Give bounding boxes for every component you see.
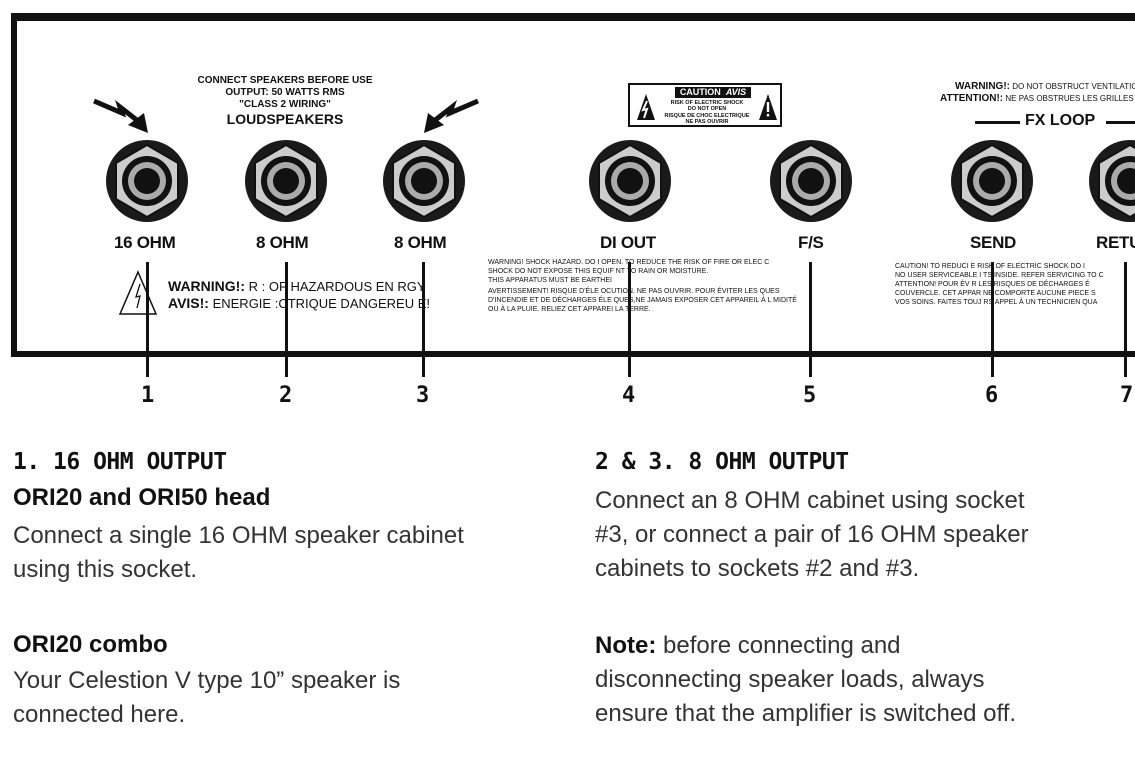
callout-line	[809, 262, 812, 377]
exclamation-warning-icon	[759, 94, 777, 120]
jack-label: 8 OHM	[394, 233, 447, 252]
di-warning-text: WARNING! SHOCK HAZARD. DO I OPEN. TO RED…	[488, 259, 797, 313]
ventilation-warning: WARNING!: DO NOT OBSTRUCT VENTILATION	[955, 81, 1135, 92]
callout-number: 1	[141, 383, 155, 408]
callout-line	[285, 262, 288, 377]
warning-triangle-icon	[118, 270, 158, 315]
fx-loop-label: FX LOOP	[1025, 112, 1096, 129]
jack-socket-16ohm	[106, 140, 188, 222]
subheading-head: ORI20 and ORI50 head	[13, 484, 271, 511]
section-heading-8ohm: 2 & 3. 8 OHM OUTPUT	[595, 449, 849, 475]
rear-panel	[11, 13, 1135, 357]
shock-warning-icon	[637, 94, 655, 120]
callout-number: 6	[985, 383, 999, 408]
section-heading-16ohm: 1. 16 OHM OUTPUT	[13, 449, 227, 475]
callout-number: 2	[279, 383, 293, 408]
ventilation-warning-fr: ATTENTION!: NE PAS OBSTRUES LES GRILLES …	[940, 93, 1135, 104]
callout-number: 5	[803, 383, 817, 408]
callout-line	[422, 262, 425, 377]
callout-line	[628, 262, 631, 377]
jack-socket-return	[1089, 140, 1135, 222]
fx-loop-rule	[1106, 121, 1135, 124]
caution-text: DO NOT OPEN	[687, 106, 727, 112]
jack-label: DI OUT	[600, 233, 656, 252]
jack-socket-send	[951, 140, 1033, 222]
paragraph-note: Note: before connecting and disconnectin…	[595, 632, 1017, 727]
callout-line	[991, 262, 994, 377]
paragraph-8ohm: Connect an 8 OHM cabinet using socket #3…	[595, 487, 1029, 582]
speaker-header-line: OUTPUT: 50 WATTS RMS	[225, 87, 345, 98]
paragraph-combo: Your Celestion V type 10” speaker is con…	[13, 667, 401, 728]
caution-text: NE PAS OUVRIR	[685, 119, 729, 125]
callout-line	[1124, 262, 1127, 377]
lightning-arrow-icon	[424, 98, 479, 133]
jack-socket-di-out	[589, 140, 671, 222]
jack-label: F/S	[798, 233, 824, 252]
speaker-header-line: "CLASS 2 WIRING"	[239, 99, 331, 110]
jack-socket-fs	[770, 140, 852, 222]
callout-number: 7	[1120, 383, 1134, 408]
jack-socket-8ohm-b	[383, 140, 465, 222]
lightning-arrow-icon	[93, 98, 148, 133]
caution-label: CAUTION AVIS RISK OF ELECTRIC SHOCK DO N…	[628, 83, 782, 127]
jack-label: 8 OHM	[256, 233, 309, 252]
caution-title: CAUTION AVIS	[675, 87, 751, 98]
jack-label: RETU	[1096, 233, 1135, 252]
caution-text: RISK OF ELECTRIC SHOCK	[670, 100, 744, 106]
callout-number: 4	[622, 383, 636, 408]
jack-label: SEND	[970, 233, 1017, 252]
paragraph-16ohm: Connect a single 16 OHM speaker cabinet …	[13, 522, 464, 583]
jack-socket-8ohm-a	[245, 140, 327, 222]
caution-text: RISQUE DE CHOC ELECTRIQUE	[664, 113, 750, 119]
callout-number: 3	[416, 383, 430, 408]
fx-loop-rule	[975, 121, 1020, 124]
hazard-warning-en: WARNING!: R : OF HAZARDOUS EN RGY	[168, 278, 426, 294]
speaker-header: CONNECT SPEAKERS BEFORE USE OUTPUT: 50 W…	[170, 75, 400, 127]
hazard-warning-fr: AVIS!: ENERGIE :CTRIQUE DANGEREU E!	[168, 295, 431, 311]
send-warning-text: CAUTION! TO REDUCI E RISK OF ELECTRIC SH…	[895, 263, 1104, 306]
speaker-header-title: LOUDSPEAKERS	[226, 111, 344, 127]
jack-label: 16 OHM	[114, 233, 176, 252]
subheading-combo: ORI20 combo	[13, 631, 168, 658]
speaker-header-line: CONNECT SPEAKERS BEFORE USE	[197, 75, 373, 86]
callout-line	[146, 262, 149, 377]
note-label: Note:	[595, 632, 657, 659]
